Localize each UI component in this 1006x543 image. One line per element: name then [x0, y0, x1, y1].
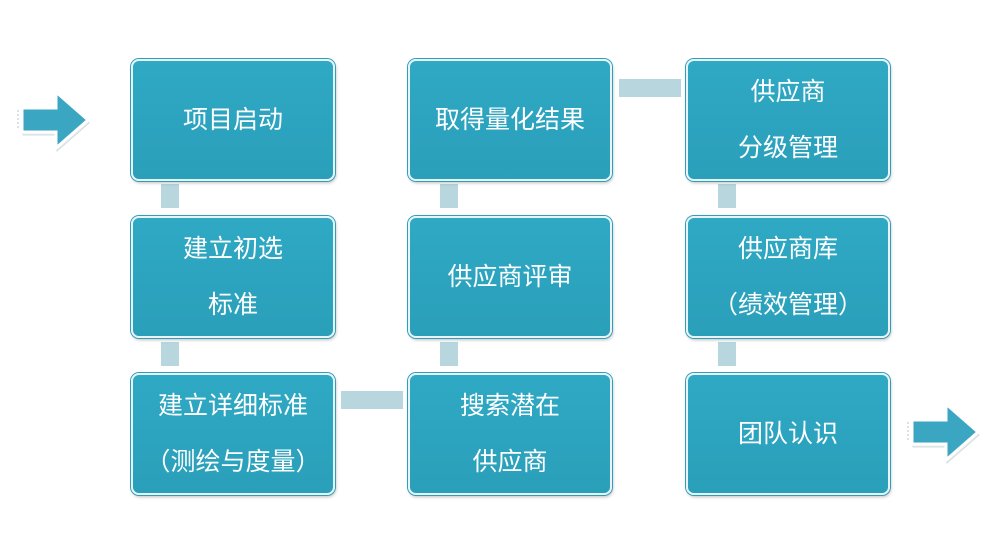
step-label: 供应商 — [750, 77, 826, 106]
step-supplier-grading: 供应商 分级管理 — [686, 59, 890, 181]
step-label: （绩效管理） — [712, 290, 863, 319]
step-initial-criteria: 建立初选 标准 — [131, 216, 335, 338]
step-label: 标准 — [207, 290, 258, 319]
step-label: 建立详细标准 — [157, 391, 308, 420]
step-label: 供应商库 — [737, 234, 838, 263]
step-search-suppliers: 搜索潜在 供应商 — [408, 373, 612, 495]
step-project-start: 项目启动 — [131, 59, 335, 181]
start-arrow-icon — [17, 88, 91, 153]
end-arrow-icon — [907, 400, 981, 465]
connector-s3-s4 — [341, 391, 403, 409]
step-label: 供应商评审 — [447, 262, 573, 291]
step-label: 取得量化结果 — [434, 105, 585, 134]
step-label: 分级管理 — [737, 133, 838, 162]
step-label: 团队认识 — [737, 419, 838, 448]
connector-s4-s5 — [440, 342, 458, 366]
step-quantified-results: 取得量化结果 — [408, 59, 612, 181]
step-team-recognition: 团队认识 — [686, 373, 890, 495]
connector-s6-s7 — [619, 79, 681, 97]
connector-s7-s8 — [718, 184, 736, 208]
step-detailed-criteria: 建立详细标准 （测绘与度量） — [131, 373, 335, 495]
connector-s5-s6 — [440, 184, 458, 208]
step-supplier-database: 供应商库 （绩效管理） — [686, 216, 890, 338]
step-label: （测绘与度量） — [145, 447, 321, 476]
step-label: 搜索潜在 — [459, 391, 560, 420]
step-supplier-review: 供应商评审 — [408, 216, 612, 338]
step-label: 项目启动 — [182, 105, 283, 134]
connector-s8-s9 — [718, 342, 736, 366]
step-label: 供应商 — [472, 447, 548, 476]
step-label: 建立初选 — [182, 234, 283, 263]
connector-s2-s3 — [161, 342, 179, 366]
connector-s1-s2 — [161, 184, 179, 208]
